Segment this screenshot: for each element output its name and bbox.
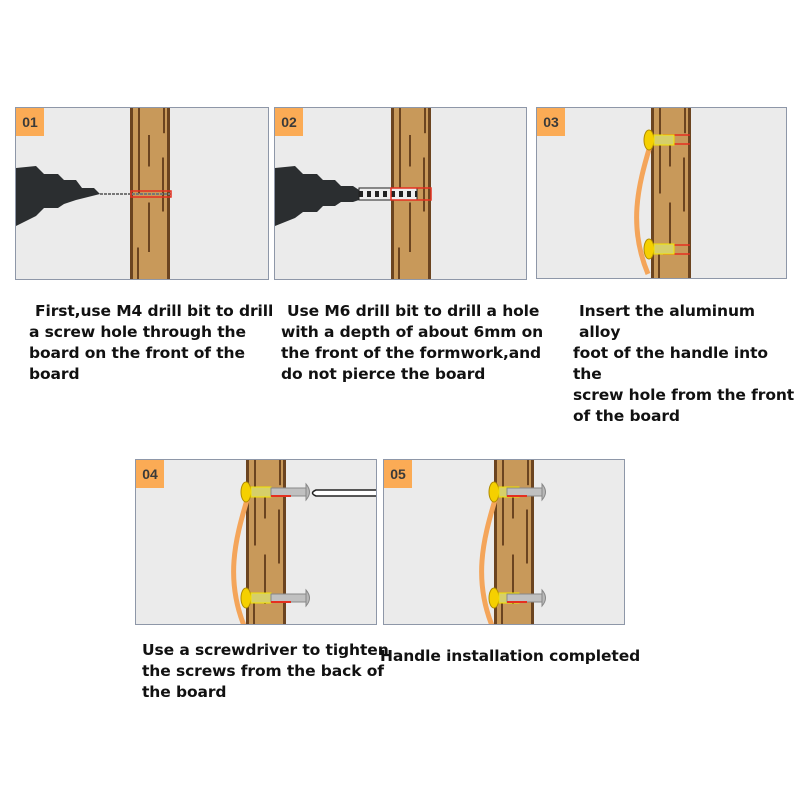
step-04-panel: 04 [135,459,377,625]
caption-line: First,use M4 drill bit to drill [35,302,274,320]
step-01-panel: 01 [15,107,269,280]
step-02-caption: Use M6 drill bit to drill a hole with a … [281,301,543,385]
step-number-badge: 03 [537,108,565,136]
caption-line: Use M6 drill bit to drill a hole [287,302,540,320]
caption-line: board on the front of the [29,344,245,362]
step-05-caption: Handle installation completed [380,646,640,667]
completed-illustration [384,460,547,624]
drill-m6-illustration [275,108,432,279]
caption-line: Use a screwdriver to tighten [142,641,389,659]
caption-line: with a depth of about 6mm on [281,323,544,341]
step-01-caption: First,use M4 drill bit to drill a screw … [29,301,273,385]
caption-line: do not pierce the board [281,365,486,383]
step-number-badge: 01 [16,108,44,136]
drill-m4-illustration [16,108,172,279]
caption-line: the screws from the back of [142,662,384,680]
drill-icon [16,166,171,226]
step-03-panel: 03 [536,107,787,279]
caption-line: of the board [573,407,680,425]
step-02-panel: 02 [274,107,527,280]
caption-line: Insert the aluminum alloy [579,302,755,341]
step-04-caption: Use a screwdriver to tighten the screws … [142,640,389,703]
step-number-badge: 05 [384,460,412,488]
drill-icon [275,166,418,226]
step-03-caption: Insert the aluminum alloy foot of the ha… [573,301,800,427]
step-number-badge: 04 [136,460,164,488]
tighten-screws-illustration [136,460,376,624]
caption-line: board [29,365,80,383]
caption-line: foot of the handle into the [573,344,768,383]
caption-line: screw hole from the front [573,386,795,404]
step-number-badge: 02 [275,108,303,136]
caption-line: a screw hole through the [29,323,246,341]
insert-foot-illustration [537,108,691,278]
caption-line: Handle installation completed [380,647,641,665]
caption-line: the front of the formwork,and [281,344,542,362]
screwdriver-icon [311,489,376,497]
caption-line: the board [142,683,227,701]
step-05-panel: 05 [383,459,625,625]
